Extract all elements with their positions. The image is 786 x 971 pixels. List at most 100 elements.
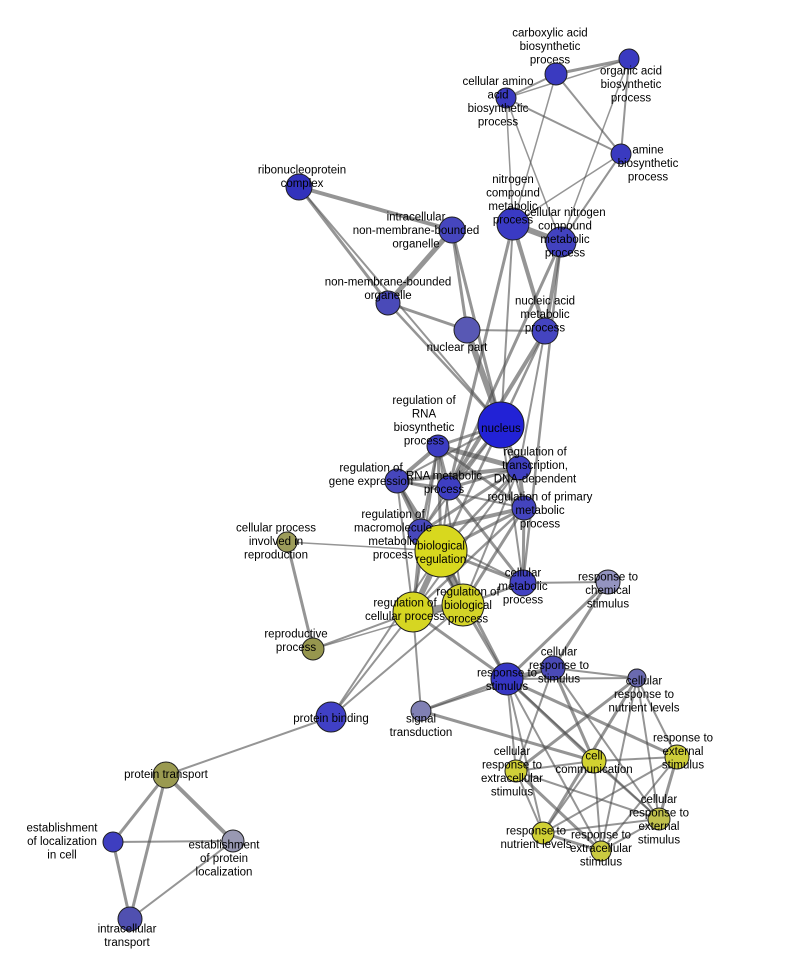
node-protein-binding[interactable]: protein binding: [315, 701, 347, 733]
edge-cellular-response-stimulus--signal-transduction: [420, 667, 554, 712]
edge-protein-transport--est-protein-loc: [164, 773, 235, 843]
edge-cpi-reproduction--reproductive-process: [285, 540, 315, 651]
edge-reg-transcription--reg-cellular: [412, 467, 520, 613]
edge-cellular-response-nutrient--cellular-response-external: [636, 677, 660, 820]
edge-reg-transcription--reg-biological: [462, 467, 520, 606]
node-response-stimulus[interactable]: response to stimulus: [490, 662, 524, 696]
node-reg-transcription[interactable]: regulation of transcription, DNA-depende…: [506, 455, 532, 481]
node-intracellular-nmb[interactable]: intracellular non-membrane-bounded organ…: [438, 216, 466, 244]
edge-cellular-amino--nitrogen-compound: [505, 97, 514, 225]
node-cellular-response-external[interactable]: cellular response to external stimulus: [647, 807, 671, 831]
edge-cellular-metabolic--response-chemical: [522, 581, 609, 584]
edge-protein-transport--protein-binding: [165, 716, 332, 776]
node-ribonucleoprotein[interactable]: ribonucleoprotein complex: [285, 173, 313, 201]
edge-nitrogen-compound--nucleic-acid: [511, 222, 547, 333]
edge-ribonucleoprotein--nmb-organelle: [297, 185, 390, 305]
node-biological-regulation[interactable]: biological regulation: [414, 524, 468, 578]
edge-cellular-response-stimulus--cell-communication: [551, 666, 596, 763]
node-est-loc-cell[interactable]: establishment of localization in cell: [102, 831, 124, 853]
edge-cell-communication--cellular-response-extracellular: [515, 760, 595, 772]
node-reg-primary[interactable]: regulation of primary metabolic process: [511, 495, 537, 521]
edge-response-stimulus--response-nutrient: [506, 678, 544, 834]
edge-cellular-amino--amine: [505, 97, 622, 155]
edge-reg-cellular--protein-binding: [330, 611, 414, 718]
edge-cellular-nitrogen--cellular-metabolic: [521, 240, 563, 585]
edge-reg-rna-bio--reg-primary: [436, 444, 526, 510]
node-cellular-response-nutrient[interactable]: cellular response to nutrient levels: [627, 668, 647, 688]
node-response-nutrient[interactable]: response to nutrient levels: [531, 821, 555, 845]
edge-signal-transduction--cell-communication: [419, 709, 596, 763]
node-cpi-reproduction[interactable]: cellular process involved in reproductio…: [276, 531, 298, 553]
node-cellular-response-extracellular[interactable]: cellular response to extracellular stimu…: [504, 759, 528, 783]
edge-cellular-amino--organic: [505, 58, 630, 99]
edge-reg-biological--protein-binding: [330, 604, 464, 718]
node-nucleic-acid[interactable]: nucleic acid metabolic process: [531, 317, 559, 345]
node-nmb-organelle[interactable]: non-membrane-bounded organelle: [375, 290, 401, 316]
node-cellular-response-stimulus[interactable]: cellular response to stimulus: [540, 655, 566, 681]
edge-carboxylic--amine: [555, 73, 622, 155]
edge-cell-communication--response-extracellular: [593, 760, 602, 852]
node-organic[interactable]: organic acid biosynthetic process: [618, 48, 640, 70]
edge-nitrogen-compound--rna-metabolic: [447, 222, 515, 490]
node-reg-biological[interactable]: regulation of biological process: [441, 583, 485, 627]
node-reg-rna-bio[interactable]: regulation of RNA biosynthetic process: [426, 434, 450, 458]
edge-carboxylic--organic: [554, 57, 631, 76]
node-reg-cellular[interactable]: regulation of cellular process: [392, 591, 434, 633]
edge-response-stimulus--response-chemical: [505, 580, 610, 681]
edge-cell-communication--cellular-response-external: [593, 760, 660, 820]
edge-reg-gene-exp--reg-primary: [396, 480, 525, 509]
edge-nucleic-acid--reg-transcription: [518, 330, 546, 469]
node-label-protein-transport: protein transport: [124, 769, 209, 781]
edge-reg-gene-exp--reg-cellular: [396, 480, 414, 613]
node-reg-gene-exp[interactable]: regulation of gene expression: [384, 468, 410, 494]
edge-reg-transcription--reg-gene-exp: [395, 466, 521, 483]
edge-rna-metabolic--cellular-metabolic: [447, 486, 525, 585]
node-nucleus[interactable]: nucleus: [477, 401, 525, 449]
node-nuclear-part[interactable]: nuclear part: [453, 316, 481, 344]
node-rna-metabolic[interactable]: RNA metabolic process: [436, 475, 462, 501]
node-response-external[interactable]: response to external stimulus: [664, 744, 690, 770]
node-cell-communication[interactable]: cell communication: [581, 748, 607, 774]
node-carboxylic[interactable]: carboxylic acid biosynthetic process: [544, 62, 568, 86]
node-label-nuclear-part: nuclear part: [427, 342, 489, 354]
node-amine[interactable]: amine biosynthetic process: [610, 143, 632, 165]
node-cellular-nitrogen[interactable]: cellular nitrogen compound metabolic pro…: [545, 226, 577, 258]
node-intracellular-transport[interactable]: intracellular transport: [117, 906, 143, 932]
edge-reg-primary--reg-cellular: [411, 506, 526, 614]
node-signal-transduction[interactable]: signal transduction: [410, 700, 432, 722]
edge-intracellular-nmb--nuclear-part: [450, 228, 469, 332]
node-cellular-amino[interactable]: cellular amino acid biosynthetic process: [495, 87, 517, 109]
edge-organic--cellular-nitrogen: [560, 58, 630, 243]
edge-response-stimulus--response-external: [505, 677, 679, 759]
node-response-chemical[interactable]: response to chemical stimulus: [595, 569, 621, 595]
node-reproductive-process[interactable]: reproductive process: [301, 637, 325, 661]
edge-biological-regulation--protein-binding: [330, 550, 442, 718]
node-est-protein-loc[interactable]: establishment of protein localization: [221, 829, 245, 853]
node-label-protein-binding: protein binding: [293, 713, 368, 725]
node-cellular-metabolic[interactable]: cellular metabolic process: [509, 569, 537, 597]
node-label-nucleus: nucleus: [481, 423, 521, 435]
node-response-extracellular[interactable]: response to extracellular stimulus: [590, 840, 612, 862]
node-protein-transport[interactable]: protein transport: [152, 761, 180, 789]
node-nitrogen-compound[interactable]: nitrogen compound metabolic process: [496, 207, 530, 241]
edge-protein-transport--est-loc-cell: [111, 773, 168, 844]
